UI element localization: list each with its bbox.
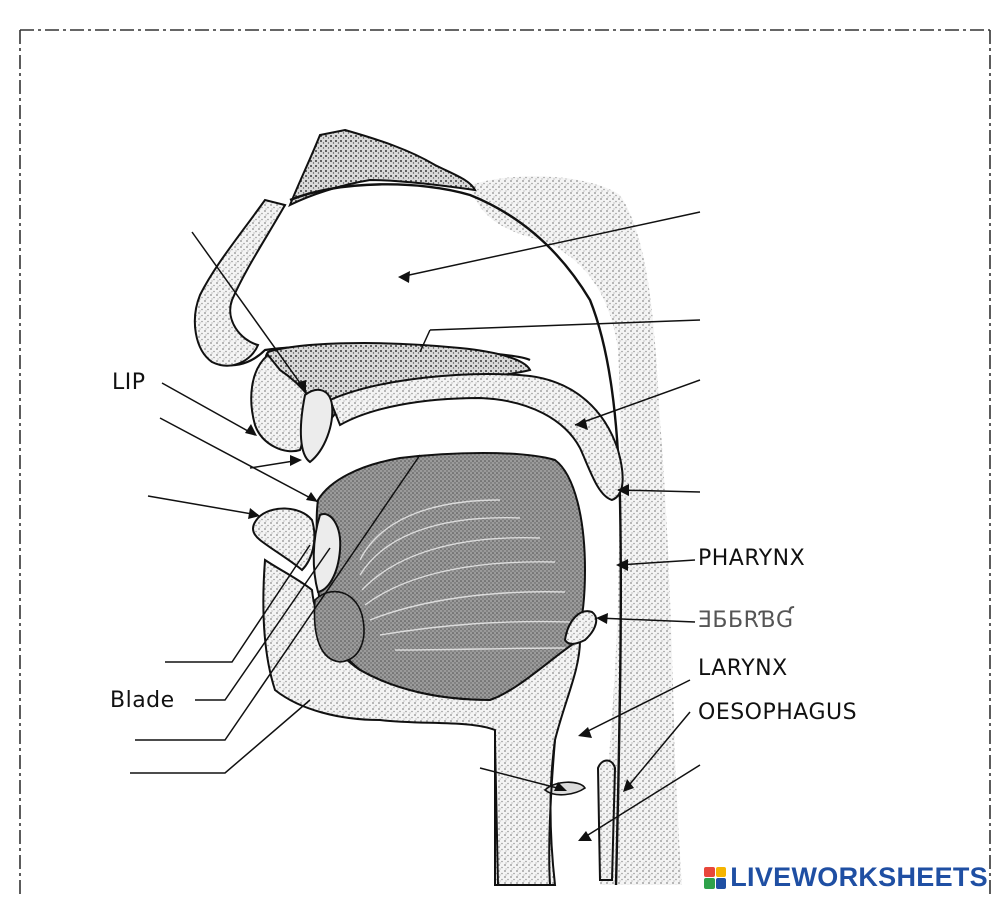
- label-blade: Blade: [110, 690, 175, 712]
- label-lip: LIP: [112, 372, 146, 394]
- label-oesophagus: OESOPHAGUS: [698, 702, 857, 724]
- tongue: [317, 453, 585, 700]
- nose: [195, 200, 285, 366]
- label-larynx: LARYNX: [698, 658, 788, 680]
- brand-name: LIVEWORKSHEETS: [730, 862, 988, 893]
- liveworksheets-branding: LIVEWORKSHEETS: [704, 862, 988, 893]
- label-epiglottis: ƎƂƂRƁƓ: [698, 610, 794, 632]
- nasal-bone: [290, 130, 475, 205]
- lower-lip: [253, 508, 314, 570]
- label-pharynx: PHARYNX: [698, 548, 805, 570]
- liveworksheets-logo-icon: [704, 867, 726, 889]
- upper-teeth: [301, 390, 332, 462]
